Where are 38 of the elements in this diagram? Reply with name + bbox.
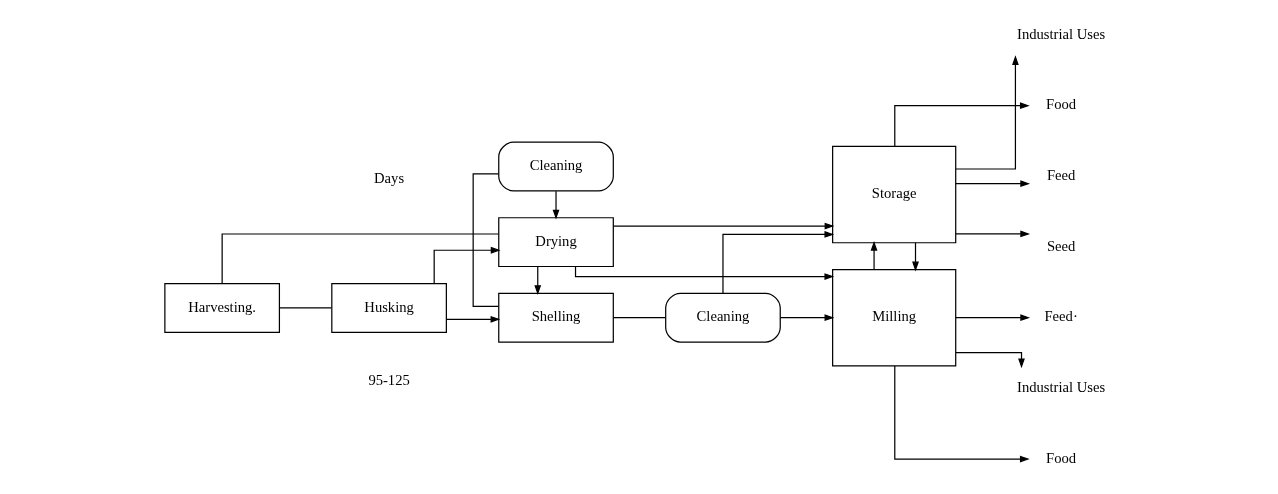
node-text: Seed — [1046, 237, 1075, 254]
node-box: Shelling — [497, 292, 614, 343]
connector — [612, 317, 666, 319]
node-box: Milling — [831, 268, 956, 367]
arrow — [954, 230, 1030, 238]
node-text: Food — [1045, 449, 1076, 466]
node-box: Husking — [330, 282, 447, 333]
arrow — [954, 352, 1025, 369]
node-text: Industrial Uses — [1016, 25, 1105, 42]
connector — [472, 173, 499, 307]
arrow — [893, 102, 1030, 147]
node-box: Cleaning — [497, 141, 614, 192]
arrow — [721, 231, 834, 294]
arrow — [870, 240, 877, 270]
node-box: Storage — [831, 145, 956, 244]
arrow — [533, 266, 541, 295]
arrow — [893, 365, 1030, 463]
arrow — [779, 314, 834, 322]
arrow — [954, 180, 1030, 188]
arrow — [574, 266, 834, 280]
label: Days — [373, 169, 404, 186]
arrow — [433, 246, 500, 285]
node-text: Feed· — [1043, 308, 1078, 325]
arrow — [911, 242, 919, 272]
arrow — [954, 314, 1030, 322]
node-box: Harvesting. — [163, 282, 280, 333]
node-text: Industrial Uses — [1016, 379, 1105, 396]
arrow — [445, 315, 500, 323]
label: 95-125 — [367, 371, 410, 388]
arrow — [612, 222, 834, 230]
node-text: Feed — [1046, 167, 1075, 184]
node-box: Cleaning — [664, 292, 781, 343]
arrow — [552, 190, 559, 220]
node-text: Food — [1045, 96, 1076, 113]
node-box: Drying — [497, 217, 614, 268]
connector — [278, 307, 332, 309]
arrow — [954, 55, 1019, 170]
connector — [221, 233, 499, 284]
